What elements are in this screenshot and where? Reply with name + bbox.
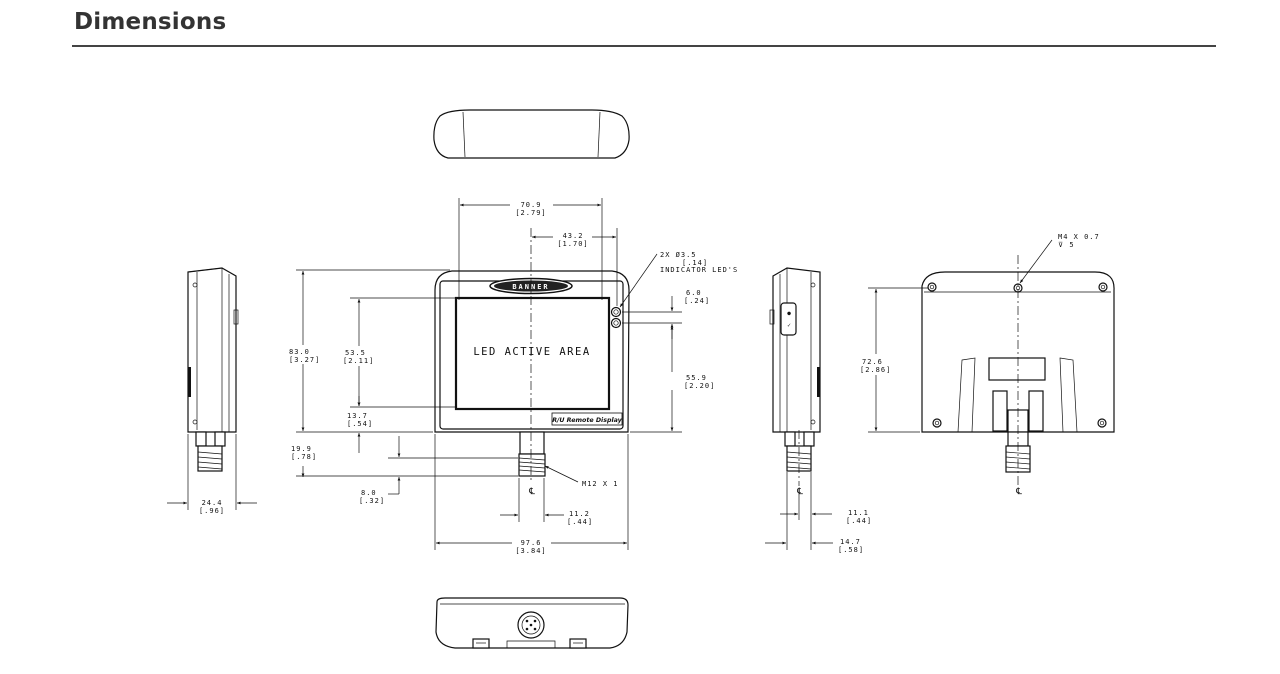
dim-width-top: 70.9 <box>521 201 542 209</box>
dim-conn-len: 19.9 <box>291 445 312 453</box>
page-title: Dimensions <box>74 9 227 35</box>
dim-center-to-led-in: [1.70] <box>557 240 588 248</box>
led-note-2: [.14] <box>682 259 708 267</box>
dim-height: 83.0 <box>289 348 310 356</box>
dim-conn-half: 11.2 <box>569 510 590 518</box>
dim-width-total-in: [3.84] <box>515 547 546 555</box>
dim-led-spacing-in: [.24] <box>684 297 710 305</box>
led-active-area <box>454 296 611 411</box>
dim-led-height: 55.9 <box>686 374 707 382</box>
centerline-symbol-side: ℄ <box>796 487 803 497</box>
left-side-view: 24.4 [.96] <box>167 267 257 515</box>
led-note-3: INDICATOR LED'S <box>660 266 738 274</box>
dim-hole-span-in: [2.86] <box>860 366 891 374</box>
dim-side-conn-offset-in: [.44] <box>846 517 872 525</box>
side-button-panel <box>780 302 797 336</box>
back-view: ℄ M4 X 0.7 ⊽ 5 72.6 [2.86] <box>860 233 1115 497</box>
footer-label: R/U Remote Display <box>552 416 622 424</box>
dim-side-depth: 24.4 <box>202 499 223 507</box>
dim-side-depth-2-in: [.58] <box>838 546 864 554</box>
dim-conn-len-in: [.78] <box>291 453 317 461</box>
dim-center-to-led: 43.2 <box>563 232 584 240</box>
dim-screen-bottom-in: [.54] <box>347 420 373 428</box>
dim-width-total: 97.6 <box>521 539 542 547</box>
centerline-symbol: ℄ <box>528 487 535 497</box>
indicator-led-bottom <box>610 317 622 329</box>
title-divider <box>72 45 1216 47</box>
svg-text:✓: ✓ <box>787 322 791 329</box>
dim-conn-half-in: [.44] <box>567 518 593 526</box>
led-note-1: 2X Ø3.5 <box>660 251 697 259</box>
right-side-view: ● ✓ ℄ 11.1 [.44] 14.7 [.58] <box>765 267 872 554</box>
dim-side-depth-2: 14.7 <box>840 538 861 546</box>
thread-label: M12 X 1 <box>582 480 619 488</box>
mount-note-1: M4 X 0.7 <box>1058 233 1100 241</box>
top-view <box>433 109 630 159</box>
dim-led-height-in: [2.20] <box>684 382 715 390</box>
screen-label: LED ACTIVE AREA <box>473 346 590 358</box>
dim-height-in: [3.27] <box>289 356 320 364</box>
centerline-symbol-back: ℄ <box>1015 487 1022 497</box>
dim-screen-height-in: [2.11] <box>343 357 374 365</box>
front-dimensions: 70.9 [2.79] 43.2 [1.70] 2X Ø3.5 [.14] IN… <box>289 198 738 555</box>
indicator-led-top <box>610 306 622 318</box>
svg-text:●: ● <box>787 310 791 317</box>
dim-side-conn-offset: 11.1 <box>848 509 869 517</box>
dim-width-top-in: [2.79] <box>515 209 546 217</box>
dim-hole-span: 72.6 <box>862 358 883 366</box>
dim-screen-bottom: 13.7 <box>347 412 368 420</box>
dim-side-depth-in: [.96] <box>199 507 225 515</box>
brand-label: BANNER <box>512 283 549 291</box>
front-view: LED ACTIVE AREA BANNER R/U Remote Displa… <box>434 228 630 497</box>
dim-screen-height: 53.5 <box>345 349 366 357</box>
bottom-view <box>435 597 629 649</box>
dim-conn-offset-in: [.32] <box>359 497 385 505</box>
dim-conn-offset: 8.0 <box>361 489 377 497</box>
dim-led-spacing: 6.0 <box>686 289 702 297</box>
mount-note-2: ⊽ 5 <box>1058 241 1075 249</box>
